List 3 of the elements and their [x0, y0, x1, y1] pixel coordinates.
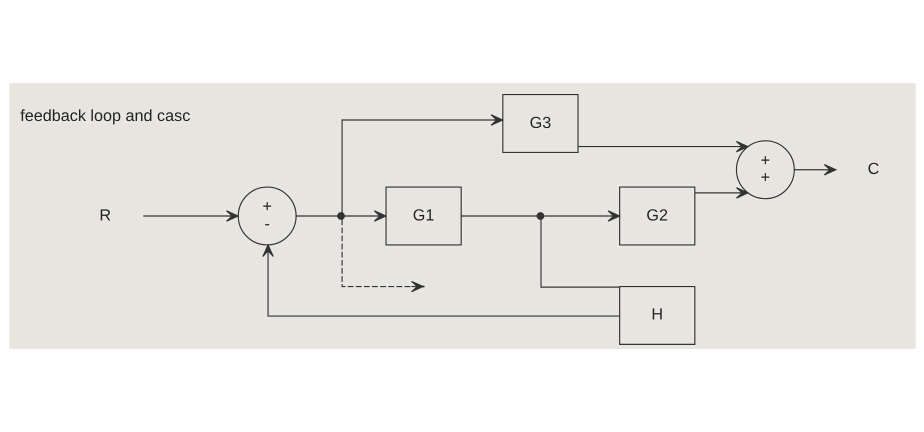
- node-text: C: [867, 160, 879, 178]
- label: feedback loop and casc: [20, 106, 190, 125]
- node-text: R: [98, 206, 111, 224]
